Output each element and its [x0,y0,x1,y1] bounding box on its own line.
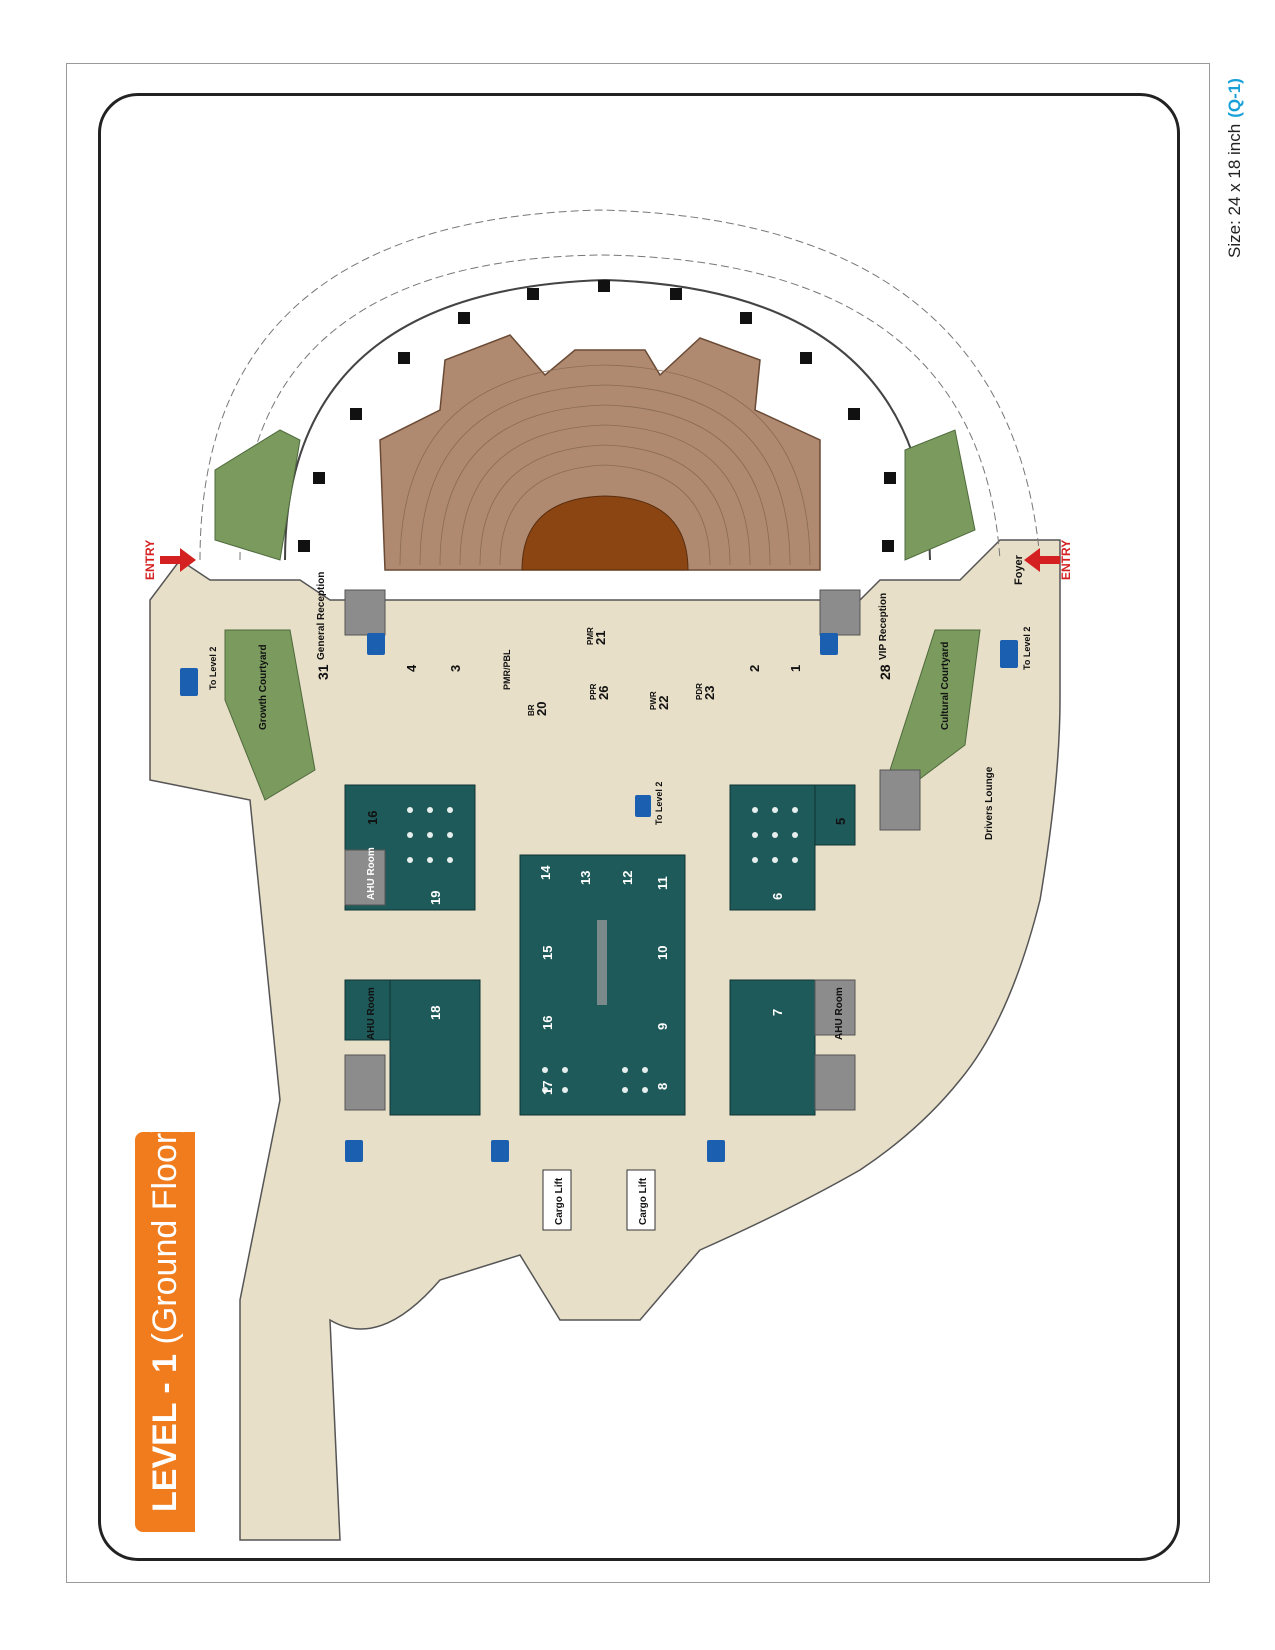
sheet-size-code: (Q-1) [1225,78,1244,118]
vip-reception-label: VIP Reception [878,593,889,660]
cargo-lift-2 [626,1169,656,1231]
mr-14-num: 14 [538,865,553,880]
mr-13-num: 13 [578,871,593,885]
mr-11-num: 11 [655,876,670,890]
entry-arrow-left [160,548,196,572]
cultural-courtyard-label: Cultural Courtyard [940,642,951,730]
pwr22-num: 22 [656,696,671,710]
br20-num: 20 [534,702,549,716]
mr-4-num: 4 [404,664,419,672]
seating-rows [399,364,811,566]
mr-15-num: 15 [540,946,555,960]
central-partition [597,920,607,1005]
mr-2-num: 2 [747,665,762,672]
entry-arrow-right [1024,548,1060,572]
level-title-bold: LEVEL - 1 [146,1353,184,1512]
mr-19-num: 19 [428,891,443,905]
to-level-2-center: To Level 2 [654,782,664,825]
foyer-label: Foyer [1013,554,1025,585]
mr-5-num: 5 [833,818,848,825]
mr-18-num: 18 [428,1006,443,1020]
mr-3-num: 3 [448,665,463,672]
mr-16a-num: 16 [365,811,380,825]
outer-arc-dashed [199,209,1041,561]
pmr21-num: 21 [593,631,608,645]
ppr26-code: PPR [589,683,598,700]
general-reception-label: General Reception [316,572,327,660]
drivers-lounge-label: Drivers Lounge [984,766,995,840]
sheet-size-label: Size: 24 x 18 inch [1225,123,1244,258]
pmr21-code: PMR [586,627,595,645]
growth-courtyard-label: Growth Courtyard [258,644,269,730]
br20-code: BR [527,704,536,716]
level-title-light: (Ground Floor) [146,1121,184,1354]
ahu-room-label-3: AHU Room [834,987,845,1040]
mr-12-num: 12 [620,871,635,885]
auditorium-stage [521,495,689,571]
ppr26-num: 26 [596,686,611,700]
mr-1-num: 1 [788,665,803,672]
cargo-lift-label-1: Cargo Lift [554,1177,565,1225]
level-title-tab: LEVEL - 1 (Ground Floor) [135,1122,195,1532]
service-rooms [344,589,921,1111]
ahu-room-label-2: AHU Room [366,987,377,1040]
sheet-size-note: Size: 24 x 18 inch (Q-1) [1225,78,1245,258]
pwr22-code: PWR [649,691,658,710]
mr-10-num: 10 [655,946,670,960]
cargo-lift-1 [542,1169,572,1231]
mr-9-num: 9 [655,1023,670,1030]
meeting-seats [407,807,798,1093]
ahu-room-label-1: AHU Room [366,847,377,900]
to-level-2-right: To Level 2 [1022,627,1032,670]
pmr-pbl-label: PMR/PBL [502,649,512,690]
cargo-lift-label-2: Cargo Lift [638,1177,649,1225]
growth-courtyard [224,629,316,801]
entry-label-left: ENTRY [143,540,157,580]
lift-signs [180,633,1018,1162]
auditorium-seating [379,334,821,571]
mr-17-num: 17 [540,1081,555,1095]
general-reception-num: 31 [315,664,331,680]
pdr23-code: PDR [695,683,704,700]
cultural-courtyard-top [904,429,976,561]
mr-7-num: 7 [770,1009,785,1016]
cultural-courtyard [889,629,981,791]
growth-courtyard-top [214,429,301,561]
entry-label-right: ENTRY [1059,540,1073,580]
mr-6-num: 6 [770,893,785,900]
mr-8-num: 8 [655,1083,670,1090]
vip-reception-num: 28 [877,664,893,680]
plan-frame [98,93,1180,1561]
ring-columns [298,280,896,552]
mr-16b-num: 16 [540,1016,555,1030]
to-level-2-left: To Level 2 [208,647,218,690]
pdr23-num: 23 [702,686,717,700]
